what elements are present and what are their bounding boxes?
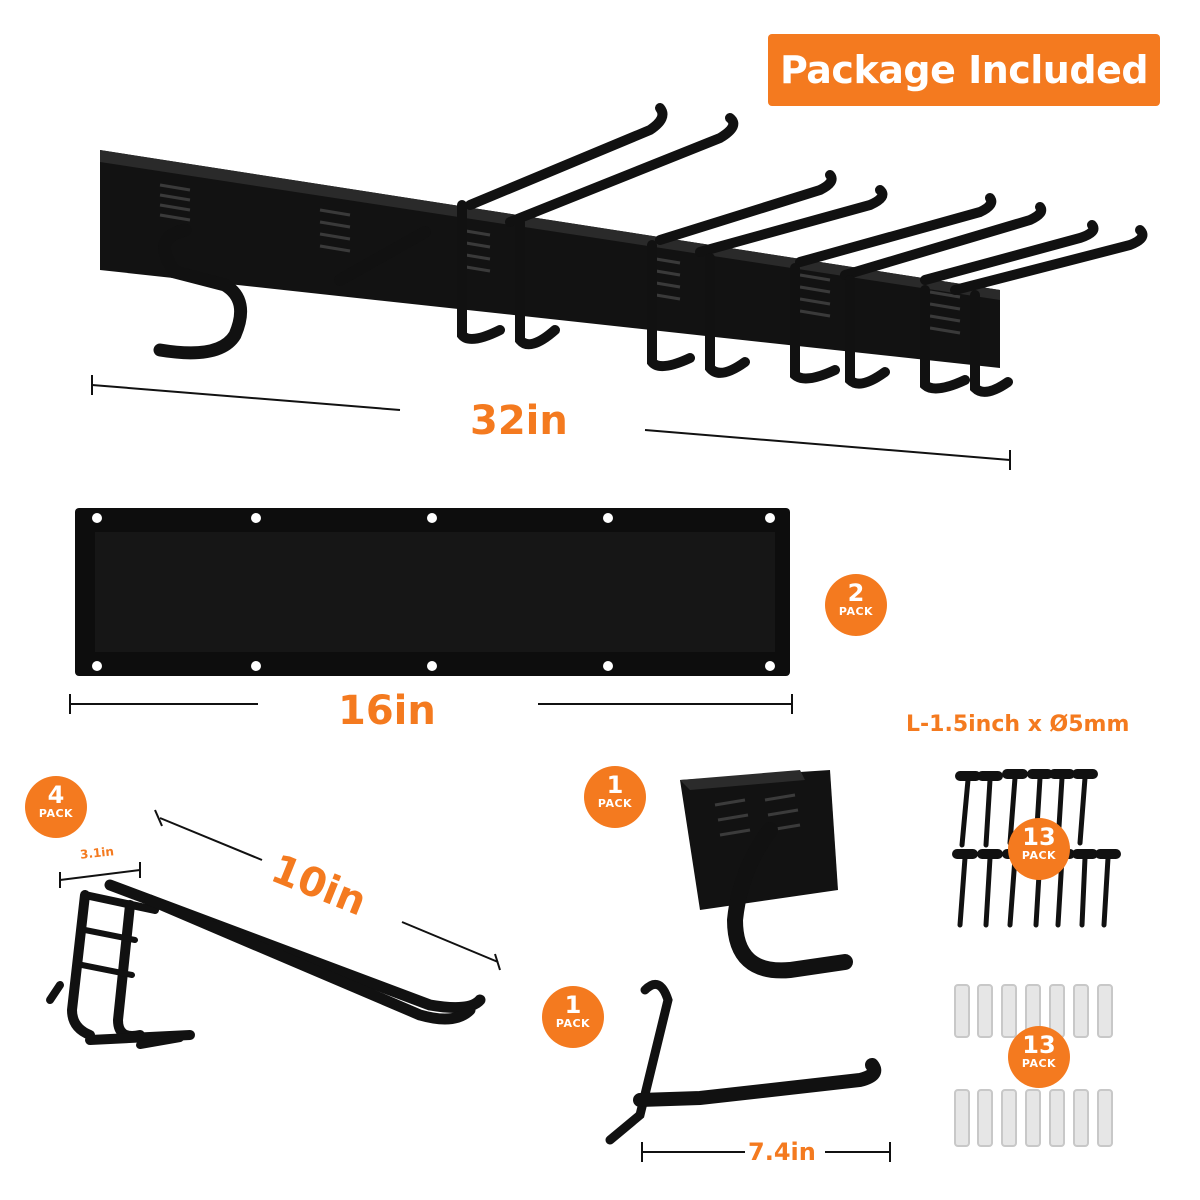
l-hook-pack-badge: 1 PACK — [542, 986, 604, 1048]
dim-line-10in — [154, 809, 501, 971]
j-hook-pack-badge: 1 PACK — [584, 766, 646, 828]
rack-length-label: 32in — [470, 398, 568, 444]
small-hook-length-label: 7.4in — [748, 1138, 816, 1166]
rail-pack-label: PACK — [838, 605, 874, 618]
rail-length-label: 16in — [338, 688, 436, 734]
l-hook-pack-count: 1 — [564, 991, 582, 1019]
rail-image — [75, 508, 790, 676]
long-hook-pack-badge: 4 PACK — [25, 776, 87, 838]
page-title: Package Included — [779, 48, 1149, 92]
long-hook-pack-count: 4 — [47, 781, 65, 809]
title-banner: Package Included — [768, 34, 1160, 106]
assembled-rack-image — [100, 103, 1148, 397]
long-hook-image — [46, 879, 486, 1049]
j-hook-image — [680, 770, 853, 979]
j-hook-pack-label: PACK — [597, 797, 633, 810]
wall-anchors-image — [954, 984, 1113, 1147]
dim-line-32in — [91, 375, 1011, 470]
rail-pack-count: 2 — [847, 579, 865, 607]
l-hook-image — [605, 979, 882, 1145]
long-hook-pack-label: PACK — [38, 807, 74, 820]
dim-line-7-4in — [641, 1142, 891, 1162]
screw-spec-label: L-1.5inch x Ø5mm — [906, 712, 1130, 737]
l-hook-pack-label: PACK — [555, 1017, 591, 1030]
anchors-pack-count: 13 — [1022, 1031, 1056, 1059]
screws-pack-badge: 13 PACK — [1008, 818, 1070, 880]
dim-line-16in — [69, 694, 793, 714]
j-hook-pack-count: 1 — [606, 771, 624, 799]
screws-pack-label: PACK — [1021, 849, 1057, 862]
dim-line-3-1in — [59, 862, 141, 888]
anchors-pack-badge: 13 PACK — [1008, 1026, 1070, 1088]
screws-pack-count: 13 — [1022, 823, 1056, 851]
anchors-pack-label: PACK — [1021, 1057, 1057, 1070]
rail-pack-badge: 2 PACK — [825, 574, 887, 636]
